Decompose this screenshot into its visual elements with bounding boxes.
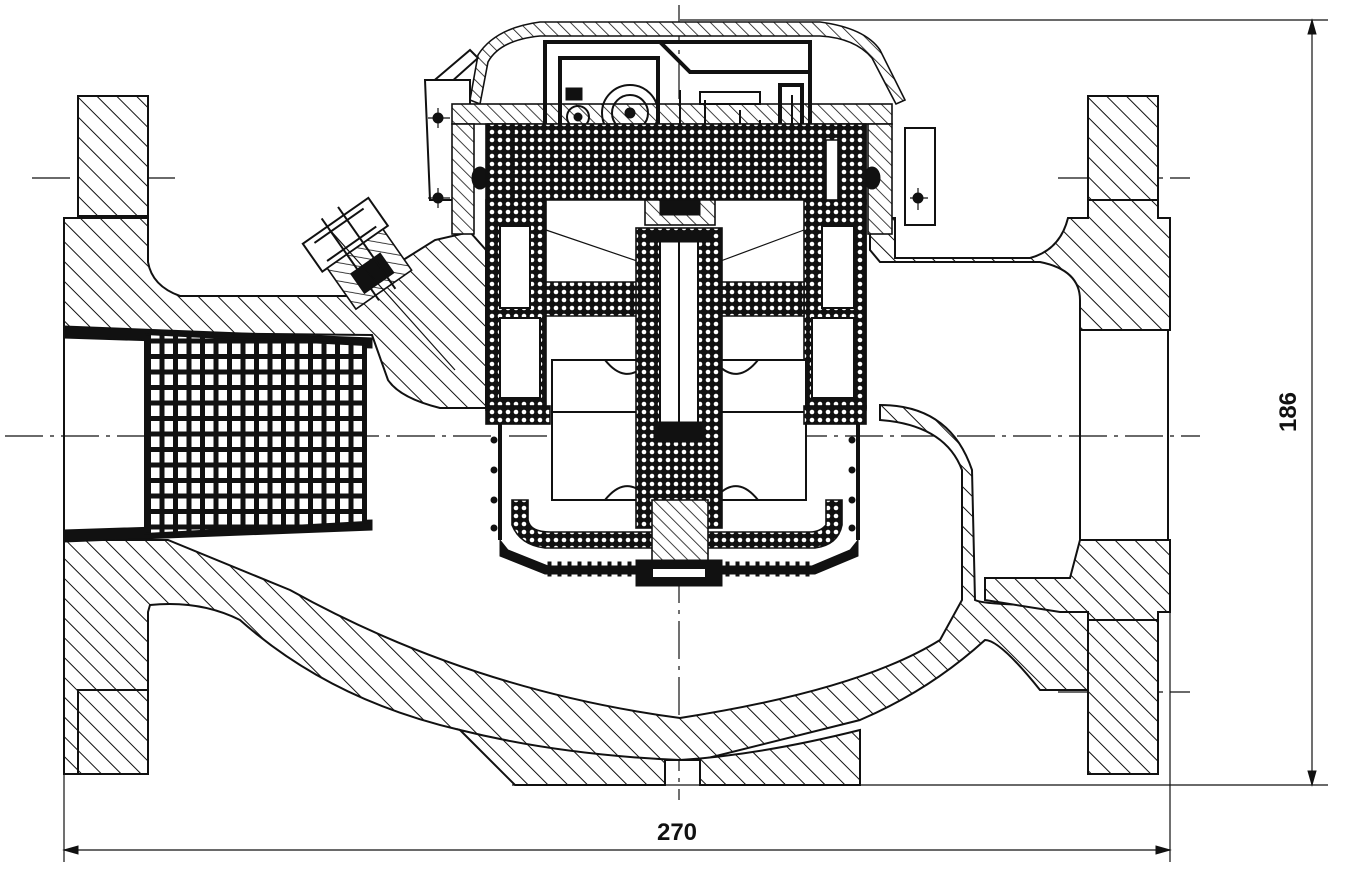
chamber-bottom-comb (499, 538, 637, 575)
impeller-left (551, 359, 643, 501)
width-dimension: 270 (62, 540, 1172, 862)
comb-teeth-left (547, 561, 632, 577)
side-screen-right (848, 420, 860, 540)
outlet-lower-wall (984, 539, 1171, 621)
width-dimension-label: 270 (657, 819, 697, 846)
right-flange-top (1087, 95, 1159, 217)
head-ring-left (451, 123, 475, 235)
side-screen-left (490, 420, 502, 540)
strainer-mesh (144, 332, 367, 536)
measuring-chamber (485, 123, 867, 587)
left-flange-top (77, 95, 149, 217)
chamber-bottom-plate (511, 499, 843, 549)
outlet-upper-wall (869, 199, 1171, 331)
inlet-strainer (63, 325, 373, 543)
regulator-plug (301, 196, 413, 311)
lid-latch (904, 127, 936, 226)
lid-shell (469, 21, 907, 106)
height-dimension-label: 186 (1275, 392, 1302, 432)
meter-body (63, 95, 1171, 786)
comb-teeth-right (725, 561, 810, 577)
right-flange-bottom (1087, 611, 1159, 775)
regulator-leader (329, 229, 456, 371)
inlet-lower-wall (63, 403, 1089, 775)
head-ring-top (451, 103, 893, 125)
regulator-seal (349, 252, 395, 295)
body-foot (456, 728, 861, 786)
impeller-right (715, 359, 807, 501)
height-dimension: 186 (512, 18, 1328, 787)
